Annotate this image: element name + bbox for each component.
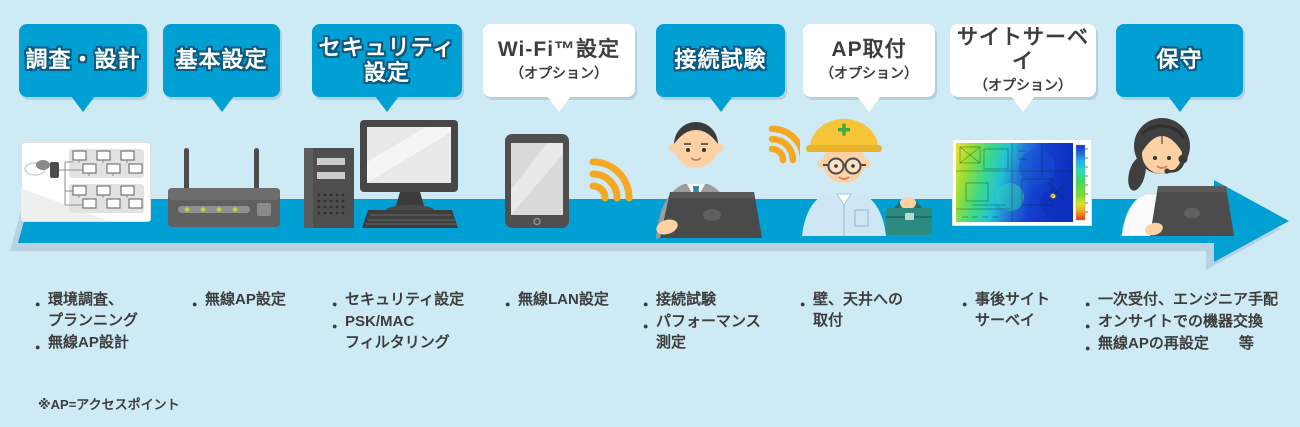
bullet-item: 一次受付、エンジニア手配 bbox=[1085, 289, 1300, 315]
bullet-item: 無線AP設定 bbox=[192, 289, 332, 315]
step-bubble-wifi-setup: Wi-Fi™設定 （オプション） bbox=[483, 24, 635, 112]
support-operator-icon bbox=[1121, 118, 1234, 236]
step-bullets-survey-design: 環境調査、 プランニング 無線AP設計 bbox=[35, 289, 190, 358]
step-label: Wi-Fi™設定 bbox=[497, 37, 621, 61]
step-sublabel: （オプション） bbox=[820, 65, 918, 82]
wireless-router-icon bbox=[168, 148, 280, 227]
footnote-ap-definition: ※AP=アクセスポイント bbox=[38, 397, 180, 412]
desktop-pc-icon bbox=[304, 120, 458, 228]
step-label: 基本設定 bbox=[175, 47, 268, 73]
step-label: 調査・設計 bbox=[25, 47, 141, 73]
bubble-tail bbox=[547, 96, 571, 112]
step-bullets-basic-setup: 無線AP設定 bbox=[192, 289, 332, 315]
bubble-tail bbox=[209, 96, 234, 112]
arrow-head bbox=[1214, 180, 1289, 262]
step-bullets-security-setup: セキュリティ設定 PSK/MAC フィルタリング bbox=[332, 289, 497, 354]
step-bubble-maintenance: 保守 bbox=[1116, 24, 1243, 112]
step-bullets-maintenance: 一次受付、エンジニア手配 オンサイトでの機器交換 無線APの再設定 等 bbox=[1085, 289, 1300, 359]
bullet-item: 事後サイト サーベイ bbox=[962, 289, 1087, 331]
bullet-item: パフォーマンス 測定 bbox=[643, 311, 798, 353]
bullet-item: 無線LAN設定 bbox=[505, 289, 645, 315]
step-bullets-connection-test: 接続試験 パフォーマンス 測定 bbox=[643, 289, 798, 354]
step-bullets-site-survey: 事後サイト サーベイ bbox=[962, 289, 1087, 332]
step-bubble-connection-test: 接続試験 bbox=[656, 24, 785, 112]
step-bubble-survey-design: 調査・設計 bbox=[19, 24, 147, 112]
step-label: AP取付 bbox=[831, 37, 907, 61]
step-label: サイトサーベイ bbox=[957, 25, 1089, 73]
site-survey-heatmap-icon bbox=[952, 139, 1092, 226]
step-bubble-security-setup: セキュリティ 設定 bbox=[312, 24, 462, 112]
worker-toolbox-icon bbox=[802, 119, 932, 236]
wifi-waves-icon bbox=[768, 125, 800, 164]
step-bubble-basic-setup: 基本設定 bbox=[163, 24, 280, 112]
bubble-tail bbox=[708, 96, 733, 112]
step-bullets-ap-install: 壁、天井への 取付 bbox=[800, 289, 945, 332]
bubble-tail bbox=[1011, 96, 1035, 112]
bullet-item: 無線AP設計 bbox=[35, 332, 190, 358]
bullet-item: セキュリティ設定 bbox=[332, 289, 497, 315]
step-label: 保守 bbox=[1156, 47, 1203, 73]
bullet-item: 無線APの再設定 等 bbox=[1085, 333, 1300, 359]
step-label: セキュリティ 設定 bbox=[318, 34, 456, 85]
step-sublabel: （オプション） bbox=[510, 65, 608, 82]
step-bubble-ap-install: AP取付 （オプション） bbox=[803, 24, 935, 112]
bubble-tail bbox=[857, 96, 881, 112]
engineer-laptop-wifi-icon bbox=[656, 122, 800, 238]
step-sublabel: （オプション） bbox=[974, 77, 1072, 94]
bubble-tail bbox=[71, 96, 95, 112]
bullet-item: 環境調査、 プランニング bbox=[35, 289, 190, 331]
bubble-tail bbox=[375, 96, 399, 112]
tablet-wifi-icon bbox=[505, 134, 633, 228]
bubble-tail bbox=[1167, 96, 1192, 112]
network-diagram-icon bbox=[21, 142, 151, 222]
bullet-item: 壁、天井への 取付 bbox=[800, 289, 945, 331]
step-bubble-site-survey: サイトサーベイ （オプション） bbox=[950, 24, 1096, 112]
bullet-item: オンサイトでの機器交換 bbox=[1085, 311, 1300, 337]
step-bullets-wifi-setup: 無線LAN設定 bbox=[505, 289, 645, 315]
wifi-waves-icon bbox=[589, 158, 633, 202]
bullet-item: PSK/MAC フィルタリング bbox=[332, 311, 497, 353]
bullet-item: 接続試験 bbox=[643, 289, 798, 315]
step-label: 接続試験 bbox=[674, 47, 767, 73]
